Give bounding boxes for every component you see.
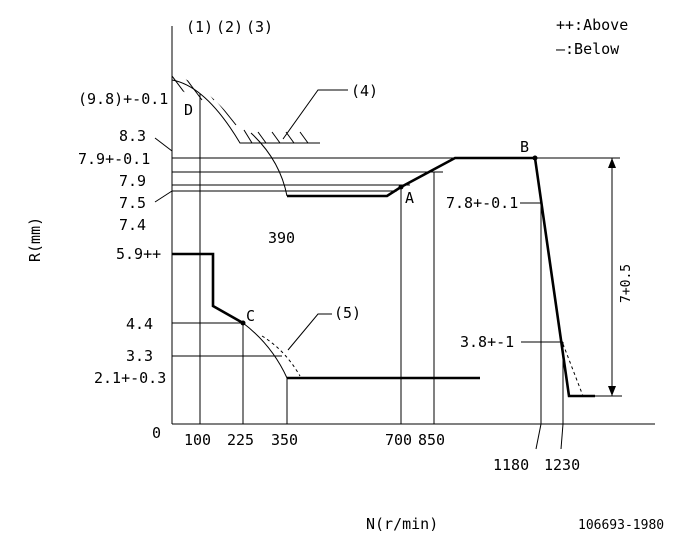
tick-225: 225 (227, 431, 254, 449)
point-c-label: C (246, 307, 255, 325)
leader-5 (287, 313, 332, 351)
point-d-label: D (184, 101, 193, 119)
point-b-label: B (520, 138, 529, 156)
tick-850: 850 (418, 431, 445, 449)
idle-tolerance-dash (261, 335, 301, 377)
ref-label-5: (5) (334, 304, 361, 322)
leader-1230 (560, 423, 564, 450)
leader-1180 (535, 423, 542, 450)
stroke-arrow-bottom (608, 386, 616, 396)
stroke-label: 7+0.5 (619, 264, 634, 303)
leader-8-3 (154, 137, 173, 152)
tick-1180: 1180 (493, 456, 529, 474)
ref-label-3: (3) (246, 18, 273, 36)
label-7-9: 7.9 (119, 172, 146, 190)
stroke-arrow-top (608, 158, 616, 168)
ref-label-1: (1) (186, 18, 213, 36)
label-7-9-tol: 7.9+-0.1 (78, 150, 150, 168)
x-axis-title: N(r/min) (366, 515, 438, 533)
leader-4 (282, 89, 348, 140)
label-5-9: 5.9++ (116, 245, 161, 263)
label-2-1: 2.1+-0.3 (94, 369, 166, 387)
drawing-code: 106693-1980 (578, 518, 664, 533)
label-7-8: 7.8+-0.1 (446, 194, 518, 212)
legend-below: —:Below (556, 40, 620, 58)
label-7-4: 7.4 (119, 216, 146, 234)
stopper-outline (171, 79, 320, 144)
idle-step-line (172, 252, 244, 325)
label-9-8: (9.8)+-0.1 (78, 90, 168, 108)
label-3-3: 3.3 (126, 347, 153, 365)
label-3-8: 3.8+-1 (460, 333, 514, 351)
point-a-label: A (405, 189, 414, 207)
ref-label-2: (2) (216, 18, 243, 36)
tick-100: 100 (184, 431, 211, 449)
label-8-3: 8.3 (119, 127, 146, 145)
hatch-lines (172, 75, 252, 143)
tick-350: 350 (271, 431, 298, 449)
tick-1230: 1230 (544, 456, 580, 474)
origin-label: 0 (152, 424, 161, 442)
label-390: 390 (268, 229, 295, 247)
y-axis-title: R(mm) (26, 217, 44, 262)
leader-7-4 (154, 190, 173, 203)
legend-above: ++:Above (556, 16, 628, 34)
idle-curve (242, 322, 288, 379)
max-speed-droop (533, 157, 595, 398)
ref-label-4: (4) (351, 82, 378, 100)
label-7-5: 7.5 (119, 194, 146, 212)
point-b-marker (532, 155, 538, 161)
label-4-4: 4.4 (126, 315, 153, 333)
tick-700: 700 (385, 431, 412, 449)
torque-curve (250, 132, 288, 197)
